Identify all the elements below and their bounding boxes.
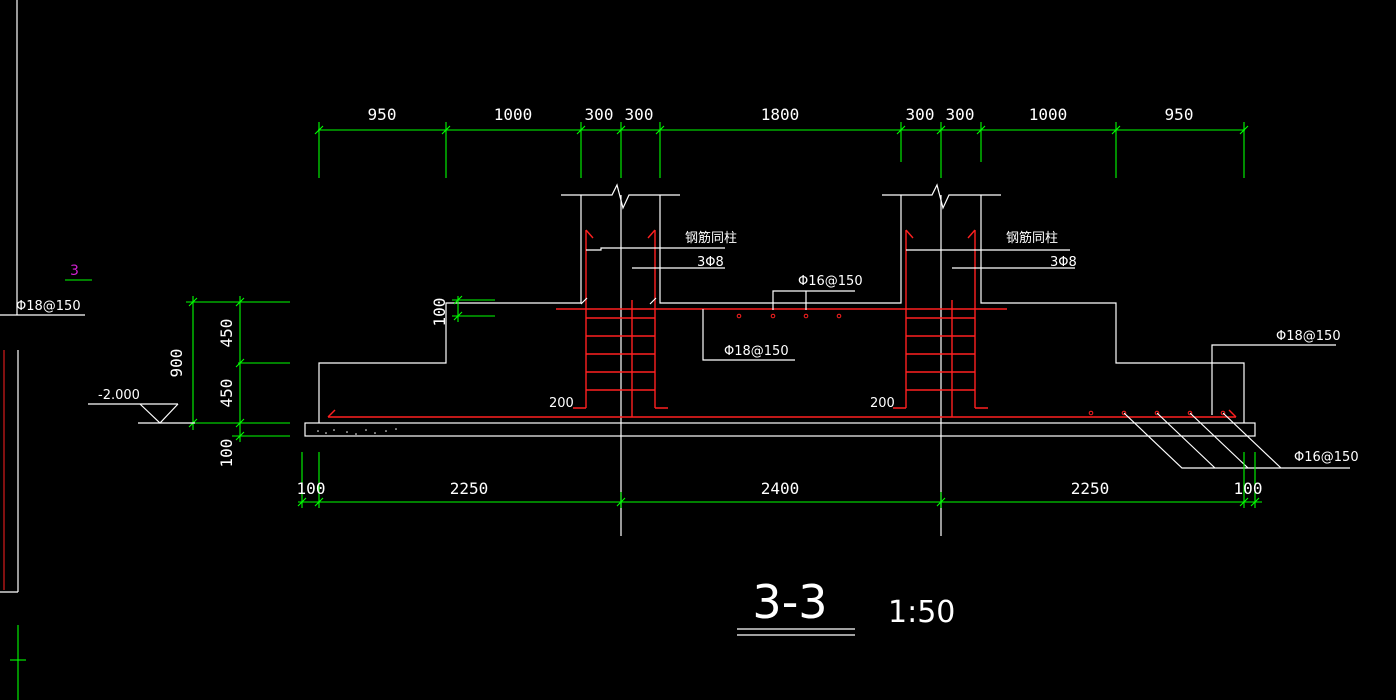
rebar-bottom-mat <box>327 409 1237 418</box>
bottom-dim-1: 100 <box>297 479 326 498</box>
top-bar-left-label: Φ18@150 <box>724 344 789 359</box>
top-dimension-chain <box>314 122 1249 178</box>
elevation-label: -2.000 <box>98 388 140 403</box>
col-left-name-label: 钢筋同柱 <box>685 230 737 246</box>
column-left-rebar <box>573 229 668 417</box>
rebar-top-dots <box>736 313 842 319</box>
top-dim-5: 1800 <box>761 105 800 124</box>
top-dim-3: 300 <box>585 105 614 124</box>
top-dim-6: 300 <box>906 105 935 124</box>
left-dim-900: 900 <box>167 349 186 378</box>
corner-right-label: 200 <box>870 396 895 411</box>
left-dim-450-a: 450 <box>217 319 236 348</box>
col-right-name-label: 钢筋同柱 <box>1006 230 1058 246</box>
elevation-symbol <box>88 403 195 424</box>
bottom-dim-5: 100 <box>1234 479 1263 498</box>
blinding-hatch <box>317 428 397 435</box>
top-dim-9: 950 <box>1165 105 1194 124</box>
top-dim-4: 300 <box>625 105 654 124</box>
bottom-dim-3: 2400 <box>761 479 800 498</box>
rebar-bottom-dots <box>1088 410 1226 416</box>
col-right-stirrup-label: 3Φ8 <box>1050 255 1077 270</box>
bottom-right-top-label: Φ18@150 <box>1276 329 1341 344</box>
bottom-dim-4: 2250 <box>1071 479 1110 498</box>
top-dim-1: 950 <box>368 105 397 124</box>
marker-label: 3 <box>70 263 79 279</box>
left-dim-100-bottom: 100 <box>217 439 236 468</box>
foundation-outline <box>304 183 1256 536</box>
col-left-stirrup-label: 3Φ8 <box>697 255 724 270</box>
left-dim-450-b: 450 <box>217 379 236 408</box>
corner-left-label: 200 <box>549 396 574 411</box>
bottom-right-low-label: Φ16@150 <box>1294 450 1359 465</box>
leaders-column-left <box>586 247 1350 469</box>
top-dim-7: 300 <box>946 105 975 124</box>
bottom-dimension-chain <box>297 452 1262 508</box>
left-frame <box>0 0 85 700</box>
top-bar-mid-label: Φ16@150 <box>798 274 863 289</box>
bottom-dim-2: 2250 <box>450 479 489 498</box>
section-title: 3-3 <box>752 575 827 629</box>
top-dim-8: 1000 <box>1029 105 1068 124</box>
top-dim-2: 1000 <box>494 105 533 124</box>
edge-left-label: Φ18@150 <box>16 299 81 314</box>
column-right-rebar <box>893 229 988 417</box>
scale-label: 1:50 <box>888 595 955 630</box>
left-dim-100-top: 100 <box>430 298 449 327</box>
